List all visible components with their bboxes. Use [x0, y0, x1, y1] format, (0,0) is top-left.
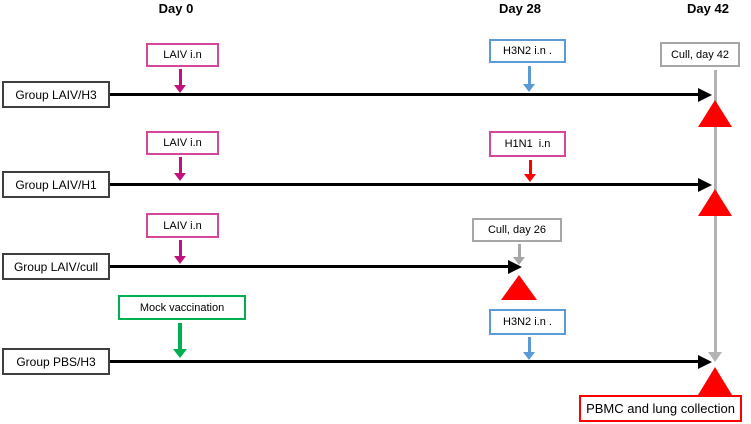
- laiv-vaccination-box-row3: LAIV i.n: [146, 213, 219, 238]
- arrow-head: [523, 84, 535, 92]
- timeline-pbs-h3: [110, 360, 698, 363]
- arrow-stem: [178, 240, 182, 256]
- laiv-vaccination-box-row1: LAIV i.n: [146, 43, 219, 67]
- arrow-head: [174, 256, 186, 264]
- arrow-head: [173, 349, 187, 358]
- laiv-vaccination-box-row2: LAIV i.n: [146, 131, 219, 155]
- red-triangle-marker-laiv-cull-icon: [501, 275, 537, 300]
- arrow-head: [174, 173, 186, 181]
- arrow-head: [513, 257, 525, 265]
- cull-26-down-arrow-icon: [513, 244, 525, 265]
- day-0-header: Day 0: [158, 1, 194, 16]
- h3n2-challenge-box-row4: H3N2 i.n .: [489, 309, 566, 335]
- red-triangle-marker-pbs-h3-icon: [698, 367, 732, 395]
- laiv-down-arrow-row2-icon: [174, 157, 186, 181]
- arrowhead-right-icon: [698, 178, 712, 192]
- arrow-stem: [517, 244, 521, 257]
- pbmc-lung-collection-box: PBMC and lung collection: [579, 395, 742, 422]
- group-label-laiv-cull: Group LAIV/cull: [2, 253, 110, 280]
- group-label-laiv-h3: Group LAIV/H3: [2, 81, 110, 108]
- cull-day-26-box: Cull, day 26: [472, 218, 562, 242]
- red-triangle-marker-laiv-h1-icon: [698, 189, 732, 216]
- arrow-stem: [528, 160, 532, 174]
- arrowhead-right-icon: [698, 88, 712, 102]
- arrow-stem: [527, 66, 531, 84]
- mock-vaccination-box: Mock vaccination: [118, 295, 246, 320]
- arrowhead-right-icon: [698, 355, 712, 369]
- day-28-header: Day 28: [499, 1, 541, 16]
- arrow-head: [524, 174, 536, 182]
- h1n1-down-arrow-icon: [524, 160, 536, 182]
- arrow-stem: [178, 69, 182, 85]
- h1n1-challenge-box-row2: H1N1 i.n: [489, 131, 566, 157]
- timeline-laiv-h3: [110, 93, 698, 96]
- mock-down-arrow-icon: [173, 323, 187, 358]
- day-42-header: Day 42: [687, 1, 729, 16]
- arrow-stem: [178, 157, 182, 173]
- h3n2-down-arrow-row4-icon: [523, 337, 535, 360]
- arrow-head: [523, 352, 535, 360]
- laiv-down-arrow-row3-icon: [174, 240, 186, 264]
- group-label-laiv-h1: Group LAIV/H1: [2, 171, 110, 198]
- timeline-laiv-h1: [110, 183, 698, 186]
- arrow-stem: [527, 337, 531, 352]
- laiv-down-arrow-row1-icon: [174, 69, 186, 93]
- timeline-laiv-cull: [110, 265, 508, 268]
- cull-day-42-box: Cull, day 42: [660, 42, 740, 67]
- arrow-head: [174, 85, 186, 93]
- h3n2-down-arrow-row1-icon: [523, 66, 535, 92]
- group-label-pbs-h3: Group PBS/H3: [2, 348, 110, 375]
- red-triangle-marker-laiv-h3-icon: [698, 100, 732, 127]
- arrow-stem: [178, 323, 182, 349]
- h3n2-challenge-box-row1: H3N2 i.n .: [489, 39, 566, 63]
- gray-arrowhead-down-icon: [708, 352, 722, 362]
